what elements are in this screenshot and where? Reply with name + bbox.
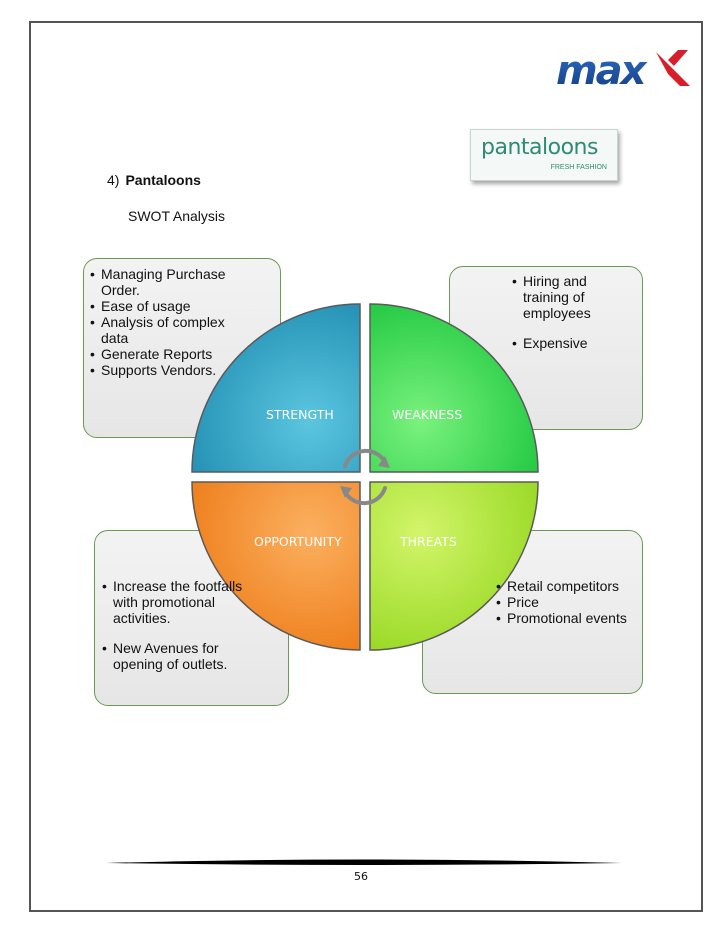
list-item: Supports Vendors. xyxy=(89,362,229,378)
strength-list: Managing Purchase Order. Ease of usage A… xyxy=(89,266,229,378)
max-logo-text: max xyxy=(556,48,648,92)
list-item: Retail competitors xyxy=(495,578,645,594)
weakness-list: Hiring and training of employees Expensi… xyxy=(511,273,627,351)
section-heading: 4) Pantaloons xyxy=(107,172,201,188)
opportunity-list: Increase the footfalls with promotional … xyxy=(101,578,261,672)
list-item: Hiring and training of employees xyxy=(511,273,627,321)
list-item: Generate Reports xyxy=(89,346,229,362)
swot-quadrant-diagram xyxy=(191,303,539,651)
section-title: Pantaloons xyxy=(125,172,201,188)
page-border xyxy=(29,21,703,912)
max-logo: max xyxy=(556,48,690,92)
threats-quadrant xyxy=(369,481,539,651)
opportunity-label: OPPORTUNITY xyxy=(254,534,342,549)
page-number: 56 xyxy=(354,870,368,883)
list-item: Analysis of complex data xyxy=(89,314,229,346)
swot-subtitle: SWOT Analysis xyxy=(128,208,225,224)
cycle-arrows-icon xyxy=(343,448,387,506)
section-number: 4) xyxy=(107,172,120,188)
weakness-label: WEAKNESS xyxy=(392,407,463,422)
pantaloons-logo: pantaloons FRESH FASHION xyxy=(470,129,618,181)
threats-label: THREATS xyxy=(400,534,457,549)
list-item: Price xyxy=(495,594,645,610)
list-item: Expensive xyxy=(511,335,627,351)
strength-label: STRENGTH xyxy=(266,407,334,422)
footer-rule xyxy=(106,859,622,865)
pantaloons-logo-tagline: FRESH FASHION xyxy=(550,164,607,171)
threats-list: Retail competitors Price Promotional eve… xyxy=(495,578,645,626)
strength-quadrant xyxy=(191,303,361,473)
weakness-quadrant xyxy=(369,303,539,473)
pantaloons-logo-brand: pantaloons xyxy=(481,135,598,160)
list-item: New Avenues for opening of outlets. xyxy=(101,640,261,672)
list-item: Increase the footfalls with promotional … xyxy=(101,578,261,626)
list-item: Promotional events xyxy=(495,610,645,626)
list-item: Ease of usage xyxy=(89,298,229,314)
list-item: Managing Purchase Order. xyxy=(89,266,229,298)
